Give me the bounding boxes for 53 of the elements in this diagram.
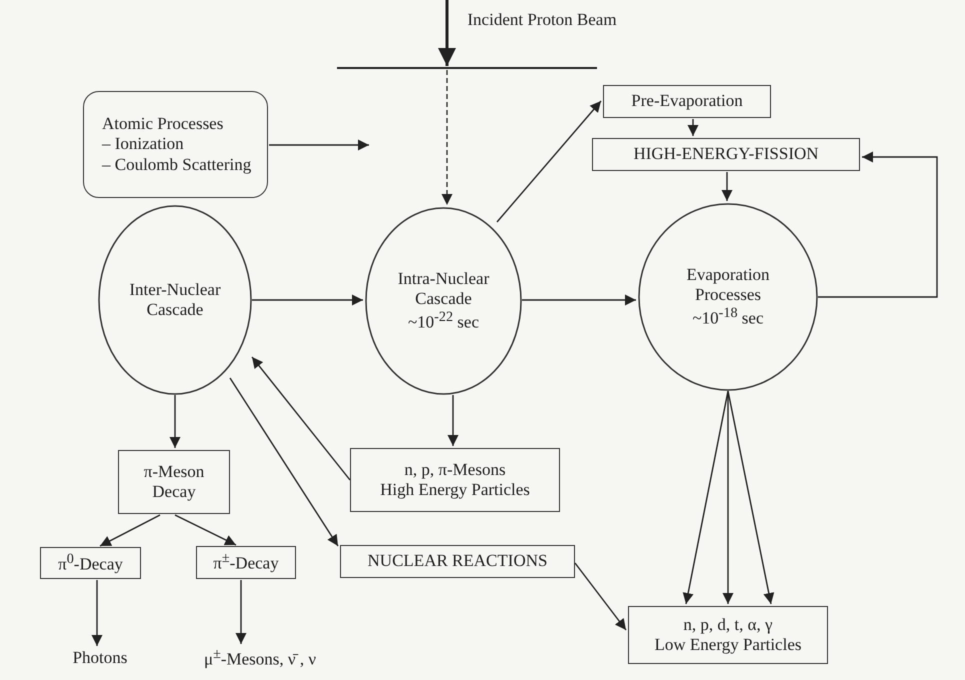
node-label: Photons [55,648,145,672]
arrow [722,172,732,201]
arrow [496,100,602,222]
node-title: Atomic Processes [102,114,224,134]
list-item: – Ionization [102,134,184,155]
arrow [522,294,636,306]
list-item: – Coulomb Scattering [102,154,252,176]
node-title: n, p, d, t, α, γ [683,614,773,635]
arrow [174,514,236,546]
process-circle [365,207,522,395]
rounded-box [83,91,268,198]
process-box [196,546,296,579]
node-subtitle: High Energy Particles [380,480,530,500]
node-title: π$^{±}$-Decay [213,550,279,575]
process-box [40,547,141,579]
node-subtitle: Low Energy Particles [654,635,802,656]
target-line [337,67,597,69]
process-circle [98,205,252,395]
arrow [252,294,363,306]
node-title: n, p, π-Mesons [404,460,506,480]
node-title: Inter-Nuclear Cascade [128,280,222,320]
node-label: μ$^{±}$-Mesons, ν̄ , ν [170,646,350,672]
arrow [236,580,246,644]
arrow [438,0,456,66]
process-box [350,448,560,512]
process-box [592,138,860,171]
node-label: Incident Proton Beam [467,10,617,32]
arrow [229,378,339,546]
node-title: HIGH-ENERGY-FISSION [633,144,819,165]
arrow [170,395,180,448]
node-title: NUCLEAR REACTIONS [368,551,548,572]
process-box [340,545,575,578]
arrow [727,390,774,604]
arrow [818,152,938,298]
node-title: π-Meson Decay [142,462,206,502]
arrow [722,391,734,604]
node-title: Pre-Evaporation [631,91,743,112]
arrow [92,580,102,646]
arrow [442,70,452,205]
node-title: π$^{0}$-Decay [58,550,123,576]
arrow [682,390,729,604]
process-circle [638,203,818,391]
arrow [448,395,458,446]
arrow [100,514,160,547]
process-box [603,85,771,118]
arrow [574,562,627,630]
arrow [251,356,351,480]
node-subtitle: ~10$^{-18}$ sec [692,305,764,330]
arrow [688,119,698,136]
node-subtitle: ~10$^{-22}$ sec [408,309,480,334]
arrow [269,140,369,150]
process-box [628,606,828,664]
process-box [118,450,230,514]
